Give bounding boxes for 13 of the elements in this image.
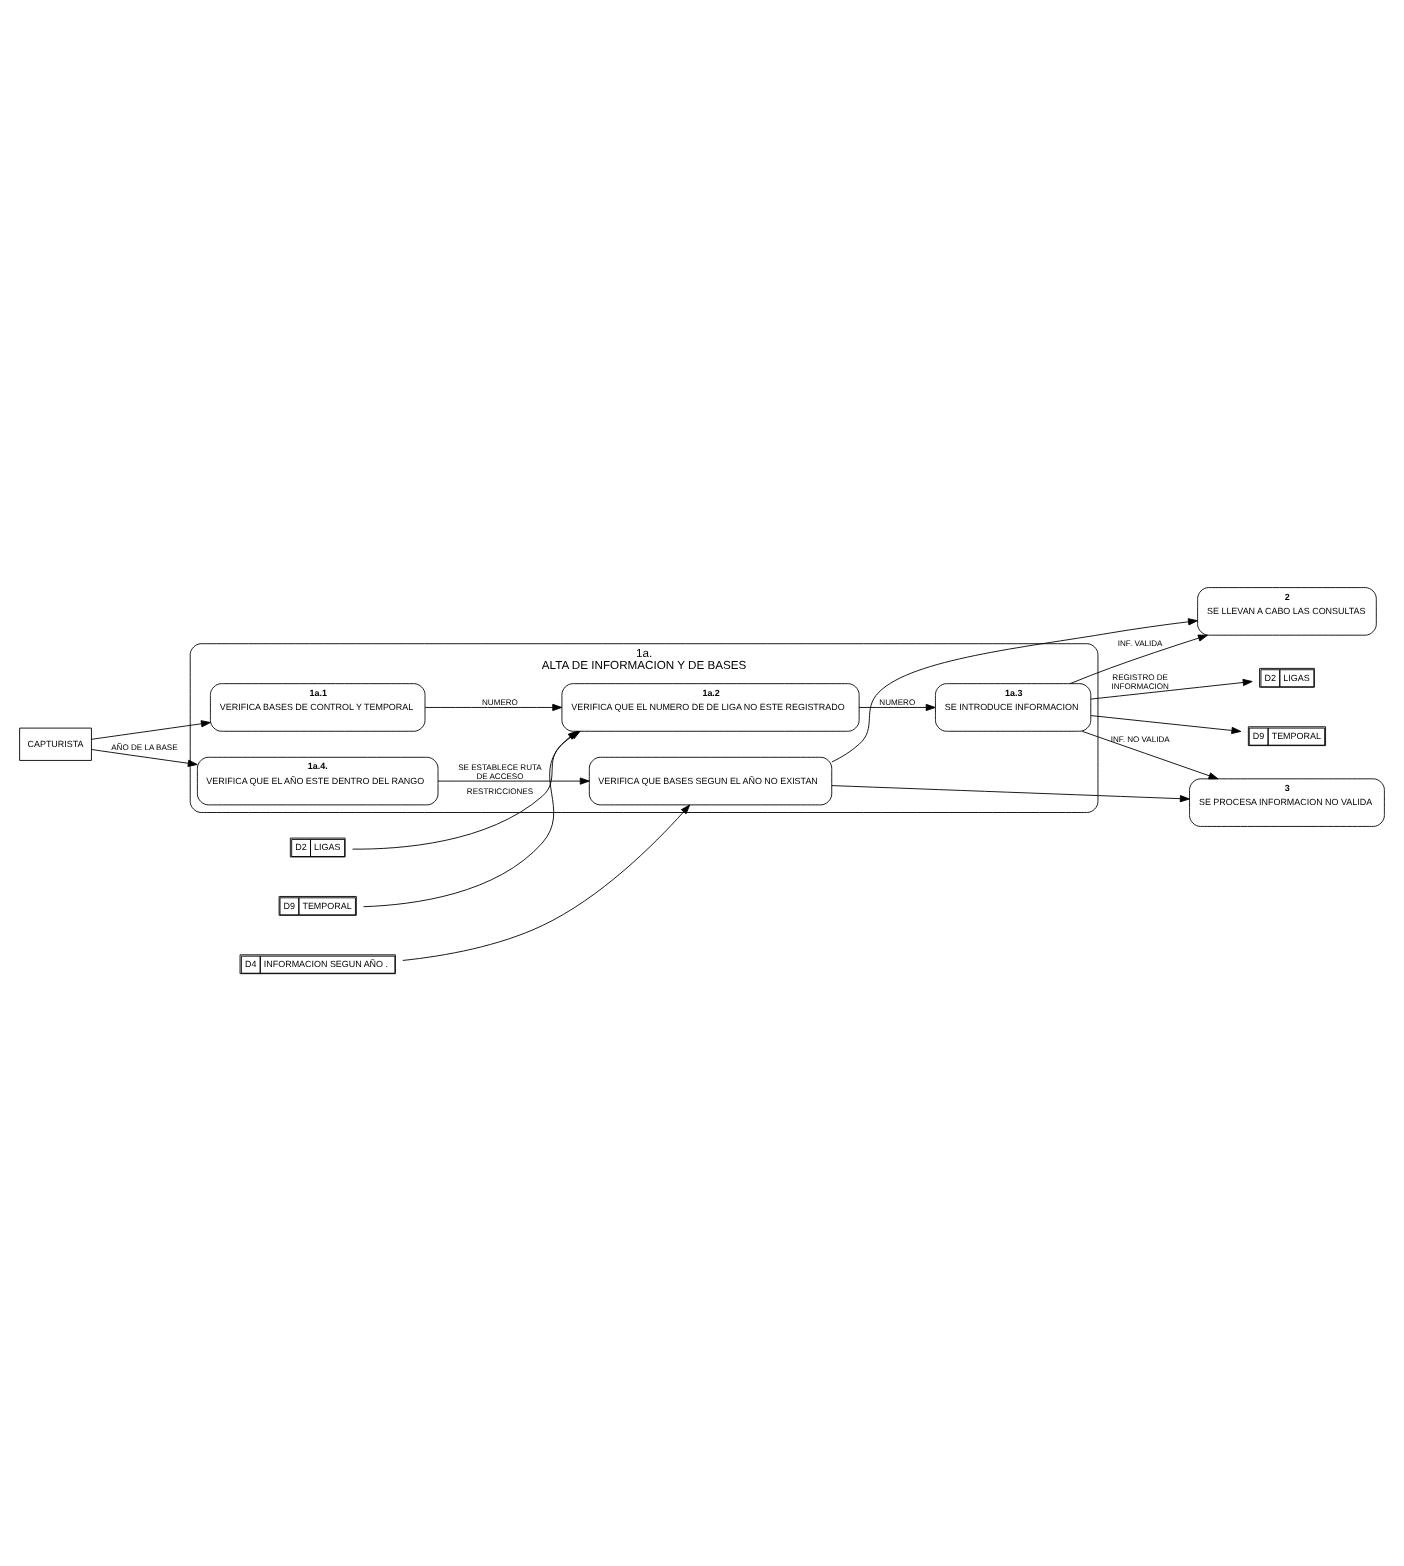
arrow [831,617,1198,762]
arrow [402,803,691,960]
arrow [1090,714,1242,734]
arrow [363,729,578,907]
arrow [831,784,1190,802]
arrow [1069,633,1208,684]
arrow [437,776,590,784]
arrow [1090,677,1253,699]
arrow [91,748,198,766]
arrow [424,702,563,711]
arrow [91,719,211,739]
arrow [1081,729,1219,779]
arrow [858,702,936,711]
